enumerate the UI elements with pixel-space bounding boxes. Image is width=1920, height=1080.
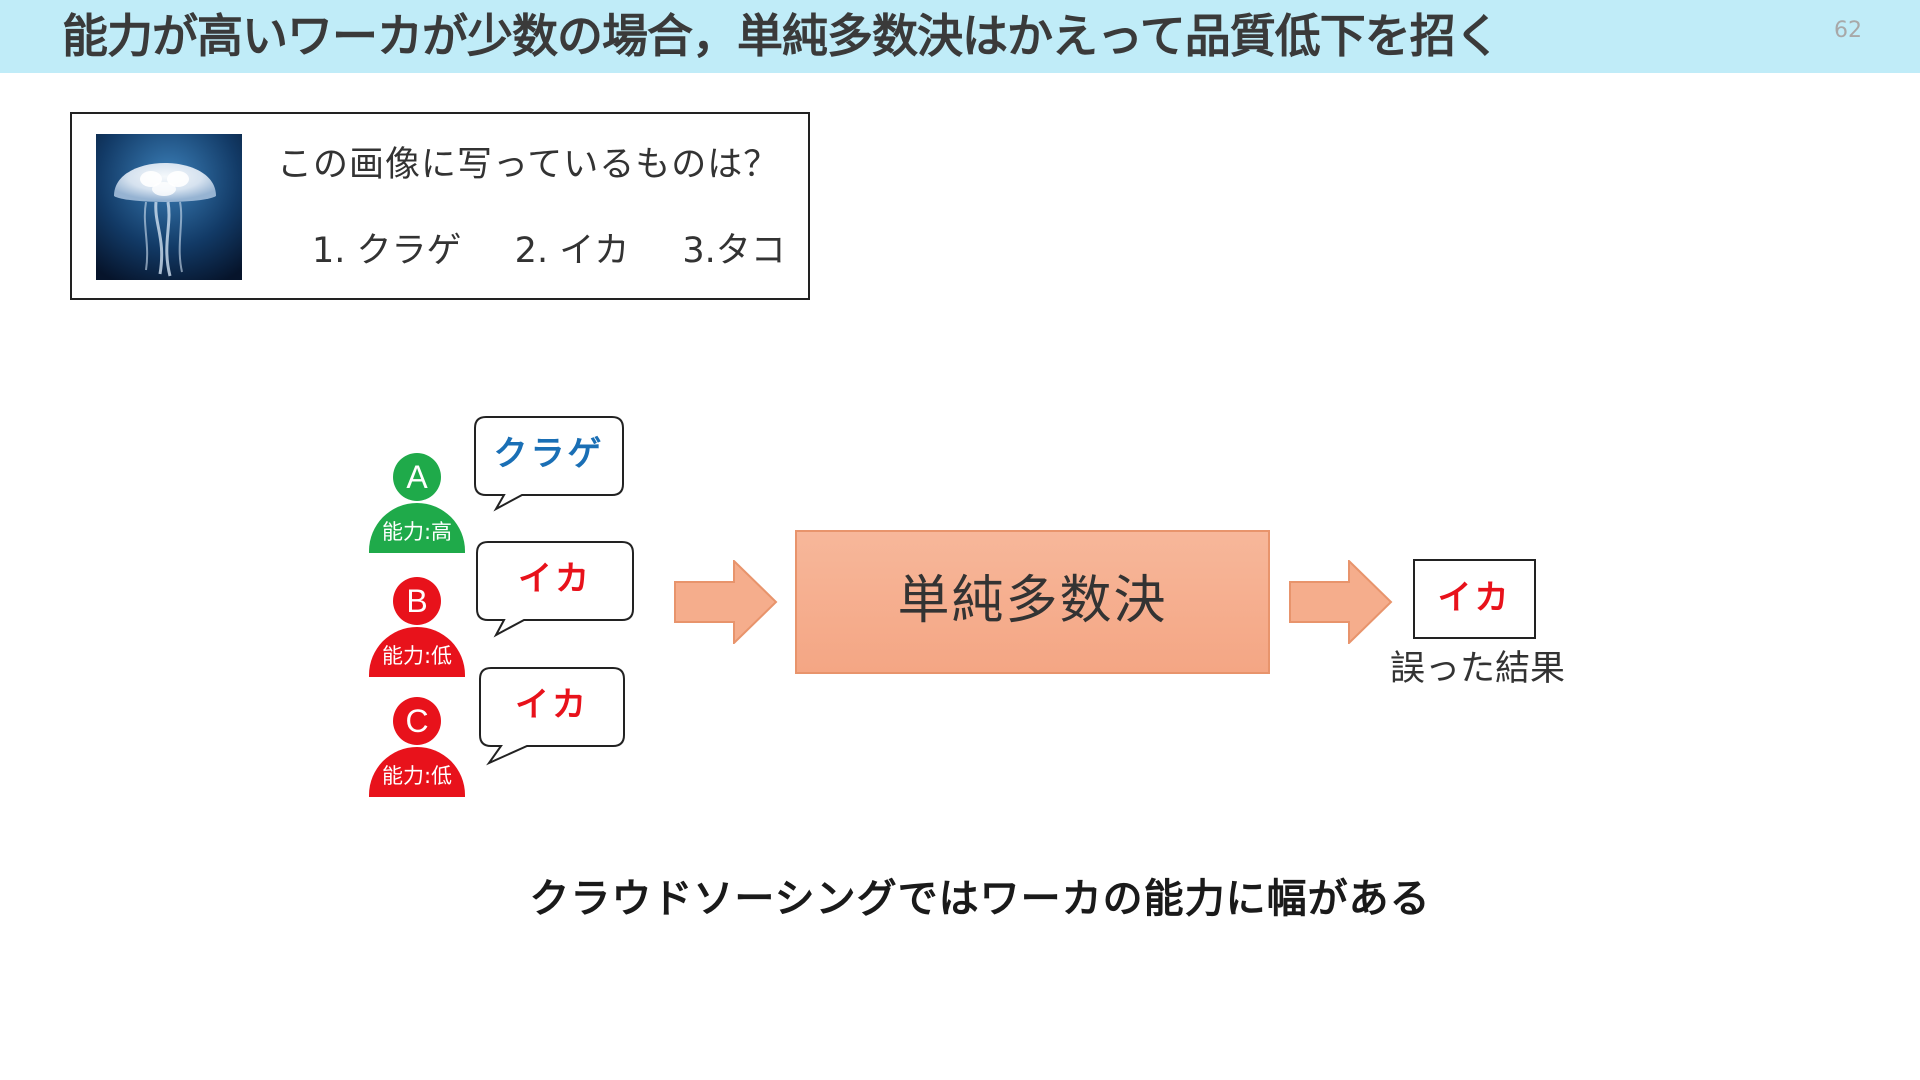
- option-1: 1. クラゲ: [312, 231, 462, 271]
- arrow-right-icon: [674, 560, 778, 644]
- majority-vote-box: 単純多数決: [795, 530, 1270, 674]
- question-box: この画像に写っているものは？ 1. クラゲ 2. イカ 3.タコ: [70, 112, 810, 300]
- result-answer: イカ: [1413, 559, 1536, 639]
- worker-a: A 能力:高: [369, 453, 465, 563]
- jellyfish-image: [96, 134, 242, 280]
- worker-b-head: B: [393, 577, 441, 625]
- question-text: この画像に写っているものは？: [277, 145, 780, 185]
- answer-options: 1. クラゲ 2. イカ 3.タコ: [312, 222, 828, 273]
- worker-a-head: A: [393, 453, 441, 501]
- slide-title: 能力が高いワーカが少数の場合，単純多数決はかえって品質低下を招く: [62, 9, 1501, 63]
- worker-c: C 能力:低: [369, 697, 465, 807]
- title-bar: 能力が高いワーカが少数の場合，単純多数決はかえって品質低下を招く 62: [0, 0, 1920, 73]
- worker-c-answer: イカ: [515, 685, 589, 725]
- worker-b-answer: イカ: [518, 559, 592, 599]
- worker-a-answer: クラゲ: [493, 434, 605, 474]
- speech-bubble-icon: [479, 667, 625, 766]
- worker-c-head: C: [393, 697, 441, 745]
- speech-bubble-icon: [474, 416, 624, 512]
- worker-c-ability: 能力:低: [369, 747, 465, 797]
- option-2: 2. イカ: [514, 231, 630, 271]
- worker-a-ability: 能力:高: [369, 503, 465, 553]
- bottom-message: クラウドソーシングではワーカの能力に幅がある: [529, 876, 1431, 922]
- result-caption: 誤った結果: [1390, 649, 1566, 689]
- worker-b: B 能力:低: [369, 577, 465, 687]
- arrow-right-icon: [1289, 560, 1393, 644]
- option-3: 3.タコ: [682, 231, 786, 271]
- speech-bubble-icon: [476, 541, 634, 638]
- page-number: 62: [1834, 18, 1862, 43]
- worker-b-ability: 能力:低: [369, 627, 465, 677]
